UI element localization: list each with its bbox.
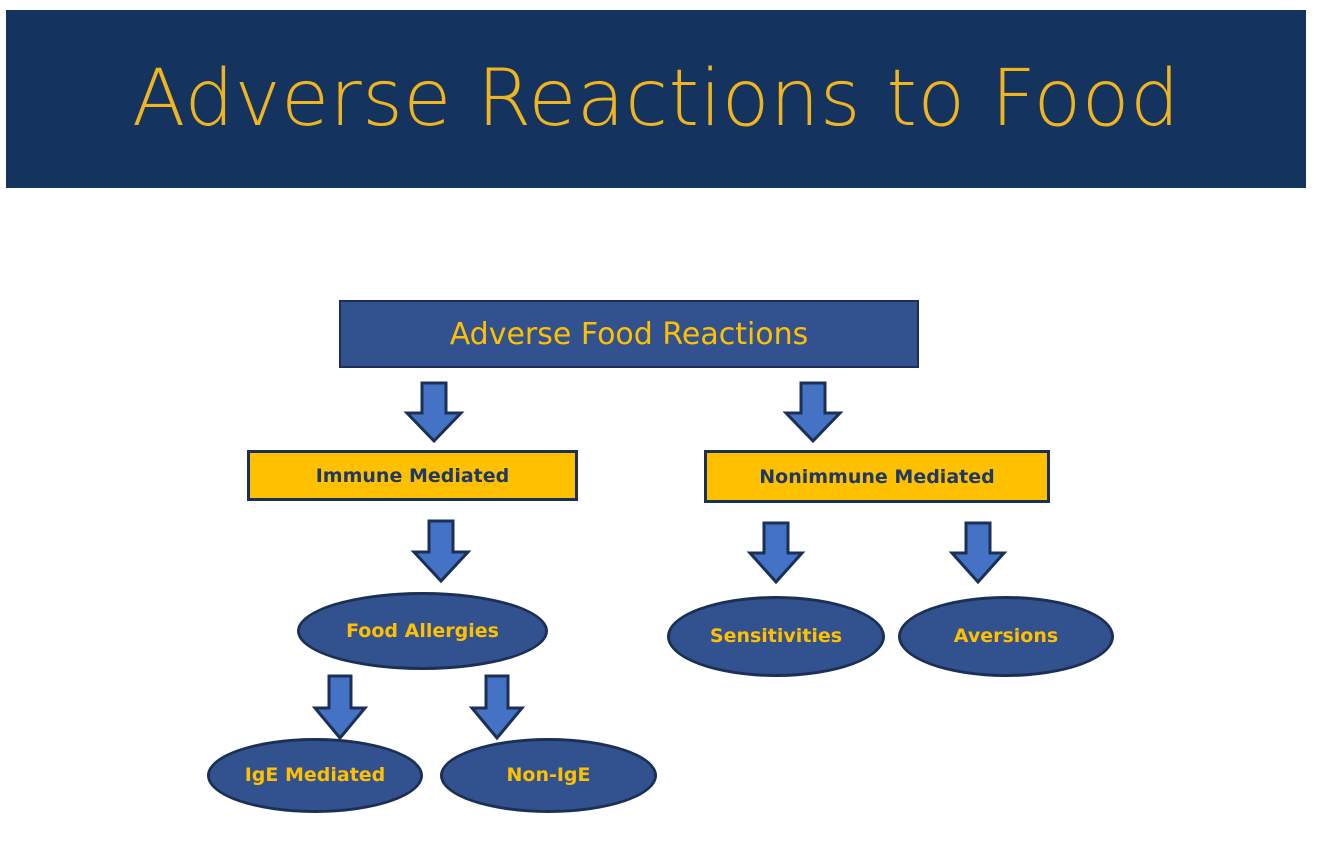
node-label: Nonimmune Mediated	[759, 465, 995, 488]
node-label: Aversions	[953, 625, 1059, 648]
arrow-root-to-immune-mediated	[403, 381, 465, 444]
node-aversions[interactable]: Aversions	[898, 596, 1114, 677]
arrow-food-allergies-to-ige-mediated	[311, 674, 369, 741]
arrow-root-to-nonimmune-mediated	[782, 381, 844, 444]
arrow-nonimmune-to-sensitivities	[746, 521, 806, 585]
node-label: Adverse Food Reactions	[449, 316, 809, 352]
node-label: Food Allergies	[346, 619, 499, 642]
node-immune-mediated[interactable]: Immune Mediated	[247, 450, 578, 501]
page-title: Adverse Reactions to Food	[132, 54, 1180, 144]
node-ige-mediated[interactable]: IgE Mediated	[207, 738, 423, 813]
node-sensitivities[interactable]: Sensitivities	[667, 596, 885, 677]
arrow-immune-to-food-allergies	[410, 519, 472, 584]
arrow-nonimmune-to-aversions	[948, 521, 1008, 585]
node-label: Non-IgE	[506, 764, 591, 787]
node-label: IgE Mediated	[244, 764, 386, 787]
node-adverse-food-reactions[interactable]: Adverse Food Reactions	[339, 300, 919, 368]
node-label: Sensitivities	[709, 625, 843, 648]
node-label: Immune Mediated	[315, 464, 510, 487]
arrow-food-allergies-to-non-ige	[468, 674, 526, 741]
title-banner: Adverse Reactions to Food	[6, 10, 1306, 188]
node-non-ige[interactable]: Non-IgE	[440, 738, 657, 813]
node-food-allergies[interactable]: Food Allergies	[297, 592, 548, 670]
node-nonimmune-mediated[interactable]: Nonimmune Mediated	[704, 450, 1050, 503]
